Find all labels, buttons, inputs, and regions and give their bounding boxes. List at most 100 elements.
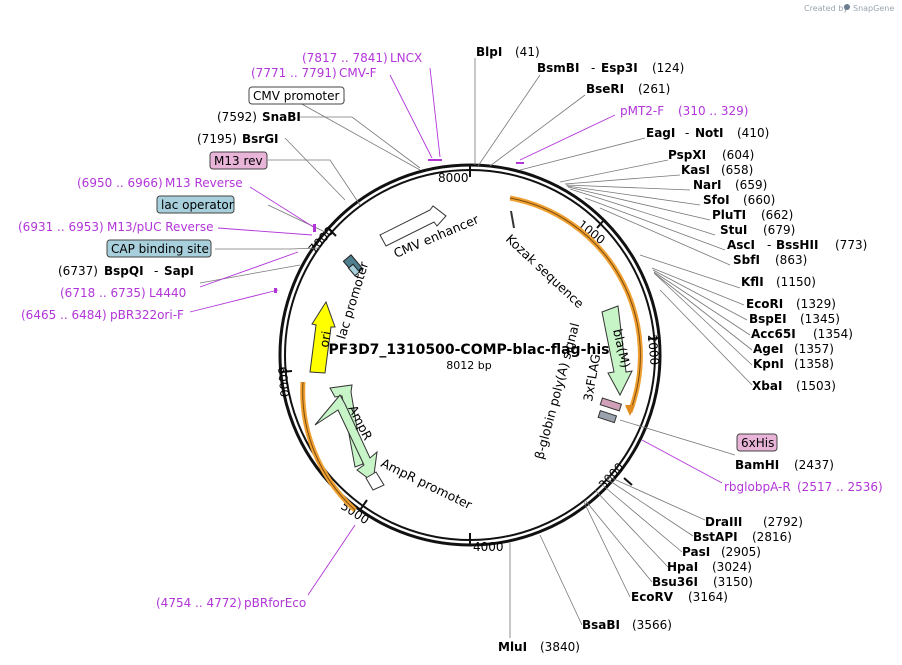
svg-text:(659): (659) [735, 178, 767, 192]
arc-arrow-icon [625, 405, 635, 416]
ampr-promoter-label: AmpR promoter [379, 455, 476, 512]
site-noti: NotI [695, 126, 724, 140]
site-esp3i: Esp3I [601, 61, 638, 75]
primer-labels: (7817 .. 7841) LNCX (7771 .. 7791) CMV-F… [18, 51, 883, 610]
lncx-mark [428, 159, 442, 161]
site-bspei: BspEI [749, 312, 787, 326]
site-bstapi: BstAPI [693, 530, 738, 544]
site-sapi: SapI [164, 264, 194, 278]
svg-text:(662): (662) [761, 208, 793, 222]
flag-box [599, 397, 623, 412]
site-kfli: KflI [741, 275, 764, 289]
site-snabi: SnaBI [262, 110, 301, 124]
svg-text:(7195): (7195) [197, 132, 237, 146]
tick-marks [280, 165, 660, 545]
kozak-marker [510, 210, 515, 229]
primer-m13-reverse: M13 Reverse [165, 176, 243, 190]
primer-cmv-f: CMV-F [339, 66, 377, 80]
svg-text:(4754 .. 4772): (4754 .. 4772) [156, 596, 242, 610]
site-agei: AgeI [753, 342, 783, 356]
svg-text:(679): (679) [763, 223, 795, 237]
svg-text:(1503): (1503) [796, 379, 836, 393]
primer-pbrforeco: pBRforEco [244, 596, 306, 610]
boxed-labels: CMV promoter M13 rev lac operator CAP bi… [106, 86, 778, 452]
svg-text:(3840): (3840) [540, 640, 580, 654]
tick-2000: 2000 [645, 334, 662, 366]
site-bsrgi: BsrGI [242, 132, 279, 146]
site-bsabi: BsaBI [582, 618, 620, 632]
site-kpni: KpnI [753, 357, 784, 371]
ori-label: ori [316, 330, 334, 349]
svg-text:(261): (261) [638, 82, 670, 96]
m13rev-mark [313, 224, 316, 232]
plasmid-size: 8012 bp [446, 359, 491, 372]
site-bsmbi: BsmBI [537, 61, 579, 75]
primer-rbglobpa-r: rbglobpA-R [724, 480, 791, 494]
ori-arrow [309, 300, 336, 374]
site-labels-right: BlpI (41) BsmBI - Esp3I (124) BseRI (261… [476, 45, 867, 654]
site-ecorv: EcoRV [631, 590, 674, 604]
blam-arrow [601, 305, 633, 397]
svg-text:-: - [767, 238, 771, 252]
svg-text:(1150): (1150) [776, 275, 816, 289]
watermark-brand: SnapGene [853, 4, 894, 13]
pbr322-mark [274, 288, 277, 293]
primer-pmt2-f: pMT2-F [620, 104, 664, 118]
site-eagi: EagI [646, 126, 675, 140]
svg-text:(6465 .. 6484): (6465 .. 6484) [21, 308, 107, 322]
svg-text:(310 .. 329): (310 .. 329) [678, 104, 748, 118]
site-bspqi: BspQI [104, 264, 144, 278]
ampr-arrow-body [314, 394, 378, 483]
svg-text:(7817 .. 7841): (7817 .. 7841) [302, 51, 388, 65]
svg-text:(7592): (7592) [217, 110, 257, 124]
tick-3000: 3000 [596, 460, 627, 492]
flag-label: 3xFLAG [580, 353, 603, 403]
svg-text:(1358): (1358) [794, 357, 834, 371]
svg-text:(863): (863) [775, 253, 807, 267]
6xhis-box: 6xHis [741, 436, 774, 450]
site-acc65i: Acc65I [751, 327, 796, 341]
feature-shapes [309, 205, 633, 491]
svg-text:(2905): (2905) [721, 545, 761, 559]
svg-text:(773): (773) [835, 238, 867, 252]
primer-m13-puc-reverse: M13/pUC Reverse [107, 220, 214, 234]
svg-text:(1329): (1329) [796, 297, 836, 311]
site-bamhi: BamHI [735, 458, 779, 472]
tick-7000: 7000 [306, 224, 337, 256]
site-kasi: KasI [681, 163, 710, 177]
cap-block [347, 263, 361, 277]
site-leader-lines [199, 58, 753, 638]
tick-4000: 4000 [473, 540, 504, 554]
svg-text:(41): (41) [515, 45, 540, 59]
site-bseri: BseRI [586, 82, 624, 96]
svg-text:(604): (604) [722, 148, 754, 162]
svg-text:(3150): (3150) [713, 575, 753, 589]
svg-text:(3566): (3566) [632, 618, 672, 632]
ampr-promoter-arrow [365, 471, 385, 491]
center-title: PF3D7_1310500-COMP-blac-flag-his 8012 bp [329, 342, 610, 372]
tick-6000: 6000 [275, 366, 292, 398]
svg-text:(1357): (1357) [794, 342, 834, 356]
svg-text:(3164): (3164) [688, 590, 728, 604]
svg-text:(3024): (3024) [712, 560, 752, 574]
svg-text:(410): (410) [737, 126, 769, 140]
cap-binding-site-box: CAP binding site [111, 242, 209, 256]
snapgene-watermark: Created by SnapGene [804, 4, 894, 13]
site-xbai: XbaI [752, 379, 782, 393]
svg-text:-: - [685, 126, 689, 140]
primer-lncx: LNCX [390, 51, 422, 65]
primer-leader-lines [189, 67, 723, 596]
polya-box [597, 410, 618, 424]
site-bsu36i: Bsu36I [652, 575, 698, 589]
svg-text:(1345): (1345) [800, 312, 840, 326]
lac-promoter-label: lac promoter [334, 259, 372, 341]
cmv-promoter-box: CMV promoter [253, 89, 340, 103]
site-labels-left: (7592) SnaBI (7195) BsrGI (6737) BspQI -… [58, 110, 301, 278]
primer-pbr322ori-f: pBR322ori-F [110, 308, 184, 322]
feature-arcs [300, 195, 643, 512]
primer-l4440: L4440 [149, 286, 186, 300]
site-draiii: DraIII [705, 515, 742, 529]
svg-text:(658): (658) [721, 163, 753, 177]
primer-marks [274, 159, 524, 293]
